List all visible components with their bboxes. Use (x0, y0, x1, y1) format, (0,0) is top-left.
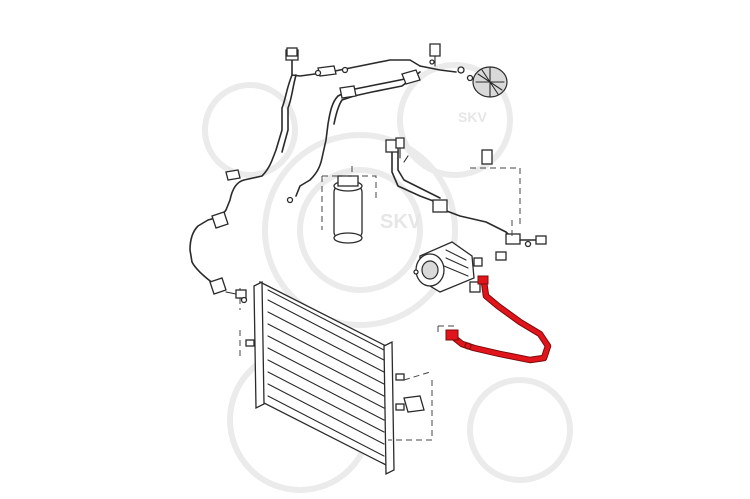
fitting-left (225, 289, 247, 299)
receiver-drier (321, 166, 377, 244)
ac-compressor (415, 241, 507, 293)
bolt-top (286, 47, 298, 57)
fasteners (240, 59, 532, 304)
pipe-right-fitting (470, 149, 547, 245)
watermark-text-small: SKV (458, 109, 487, 125)
pipe-middle (385, 137, 521, 245)
expansion-valve (457, 66, 508, 98)
watermark-text: SKV (380, 211, 422, 233)
highlighted-pipe (437, 275, 552, 364)
pipe-upper-right (295, 43, 457, 197)
condenser (239, 280, 433, 476)
